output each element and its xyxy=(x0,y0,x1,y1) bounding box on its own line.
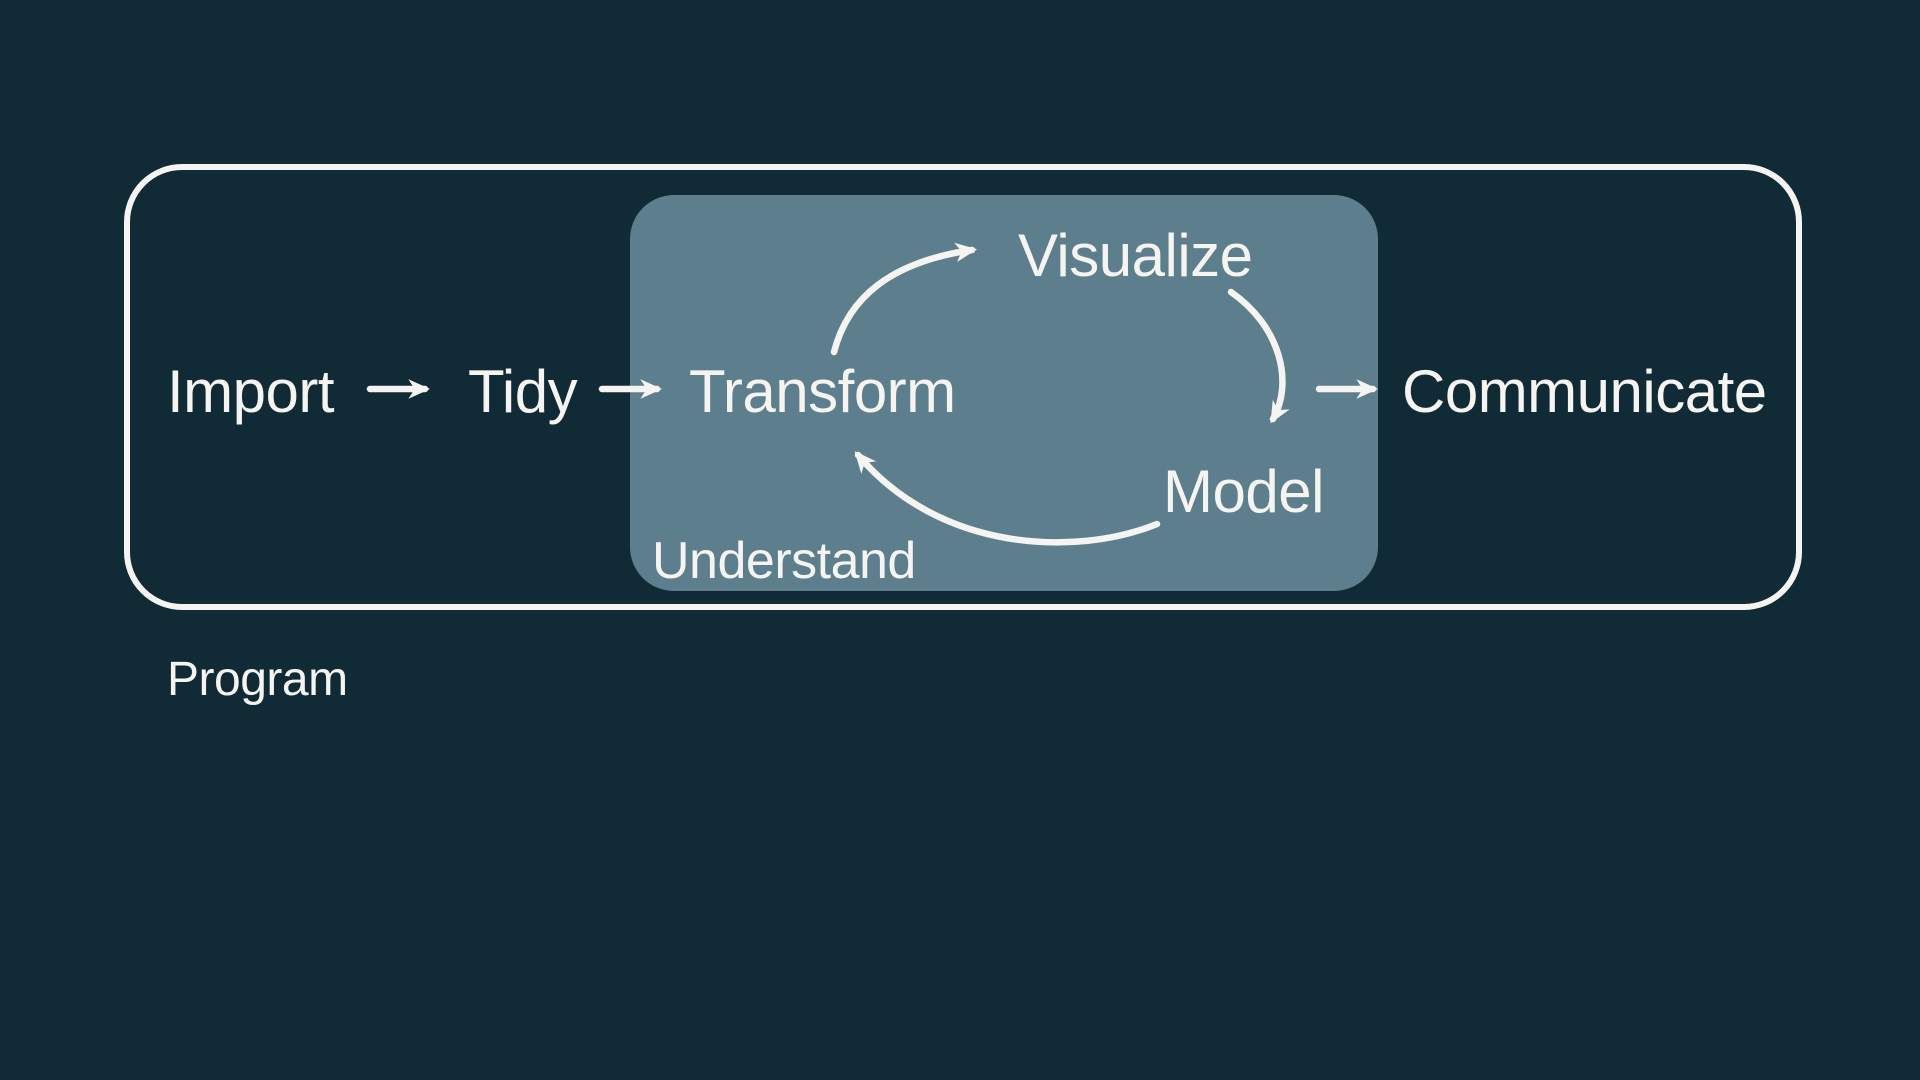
node-visualize: Visualize xyxy=(1018,222,1253,289)
node-transform: Transform xyxy=(689,358,956,425)
program-box-label: Program xyxy=(167,653,348,706)
node-communicate: Communicate xyxy=(1402,358,1767,425)
node-import: Import xyxy=(167,358,335,425)
program-box xyxy=(124,164,1802,610)
node-model: Model xyxy=(1163,458,1324,525)
node-tidy: Tidy xyxy=(468,358,578,425)
understand-panel-label: Understand xyxy=(652,532,916,590)
